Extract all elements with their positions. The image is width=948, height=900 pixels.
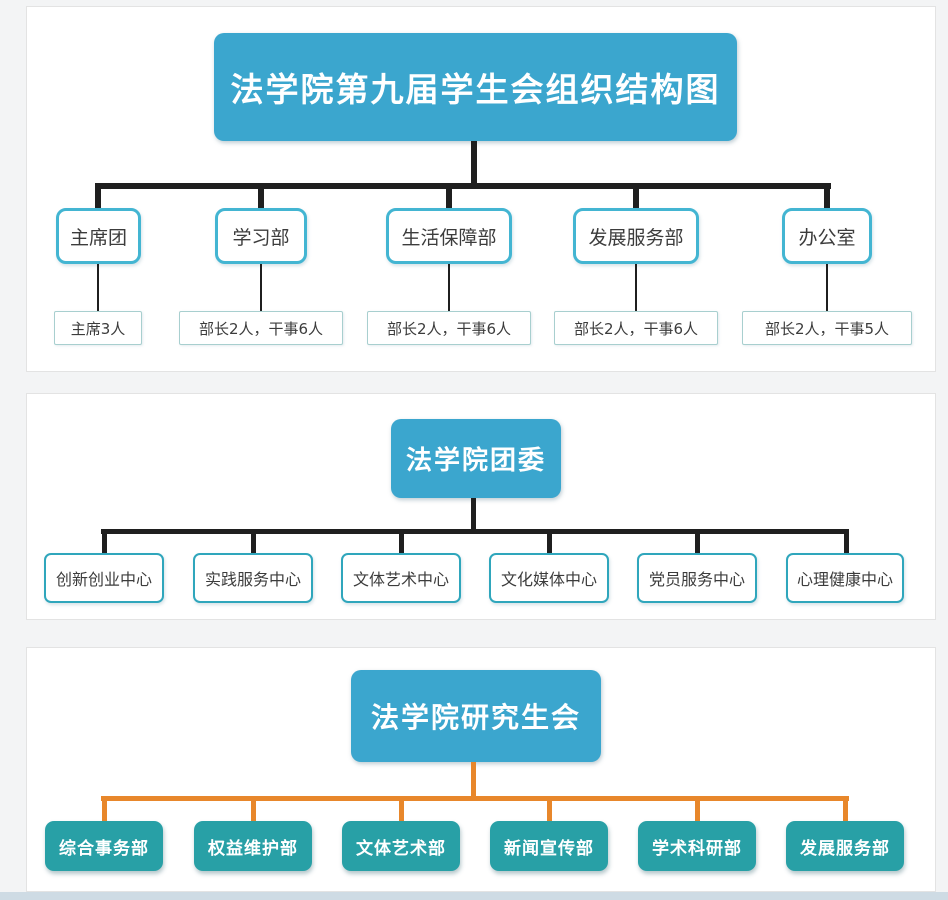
connector-drop — [547, 796, 552, 823]
staff-node: 部长2人，干事6人 — [367, 311, 531, 345]
center-node: 文体艺术中心 — [341, 553, 461, 603]
dept-node: 办公室 — [782, 208, 872, 264]
dept-node: 主席团 — [56, 208, 141, 264]
connector-stem — [635, 264, 637, 311]
grad-dept-node: 权益维护部 — [194, 821, 312, 871]
bottom-strip — [0, 892, 948, 900]
staff-node: 部长2人，干事6人 — [554, 311, 718, 345]
staff-label: 部长2人，干事6人 — [198, 319, 324, 338]
center-label: 文化媒体中心 — [500, 570, 597, 589]
connector-drop — [258, 183, 264, 209]
connector-trunk — [471, 141, 477, 185]
center-node: 党员服务中心 — [637, 553, 757, 603]
connector-drop — [102, 529, 107, 555]
connector-drop — [547, 529, 552, 555]
staff-label: 部长2人，干事5人 — [764, 319, 890, 338]
dept-label: 生活保障部 — [401, 226, 497, 249]
staff-node: 部长2人，干事6人 — [179, 311, 343, 345]
connector-bus — [95, 183, 831, 189]
staff-node: 部长2人，干事5人 — [742, 311, 912, 345]
grad-dept-node: 文体艺术部 — [342, 821, 460, 871]
grad-dept-label: 权益维护部 — [208, 838, 298, 859]
dept-node: 学习部 — [215, 208, 307, 264]
connector-stem — [448, 264, 450, 311]
connector-bus — [101, 796, 849, 801]
grad-dept-node: 综合事务部 — [45, 821, 163, 871]
grad-dept-label: 新闻宣传部 — [504, 838, 594, 859]
connector-drop — [695, 796, 700, 823]
grad-dept-node: 发展服务部 — [786, 821, 904, 871]
student-union-section: 法学院第九届学生会组织结构图 主席团 学习部 生活保障部 发展服务部 办公室 — [26, 6, 936, 372]
graduate-union-root-node: 法学院研究生会 — [351, 670, 601, 762]
graduate-union-title: 法学院研究生会 — [370, 701, 581, 734]
student-union-root-node: 法学院第九届学生会组织结构图 — [214, 33, 737, 141]
grad-dept-node: 学术科研部 — [638, 821, 756, 871]
connector-drop — [633, 183, 639, 209]
staff-label: 部长2人，干事6人 — [573, 319, 699, 338]
center-node: 文化媒体中心 — [489, 553, 609, 603]
staff-label: 主席3人 — [70, 319, 126, 338]
connector-drop — [844, 529, 849, 555]
grad-dept-label: 发展服务部 — [800, 838, 890, 859]
connector-stem — [97, 264, 99, 311]
grad-dept-node: 新闻宣传部 — [490, 821, 608, 871]
connector-bus — [101, 529, 849, 534]
dept-node: 发展服务部 — [573, 208, 699, 264]
staff-label: 部长2人，干事6人 — [386, 319, 512, 338]
center-label: 创新创业中心 — [55, 570, 152, 589]
connector-drop — [95, 183, 101, 209]
dept-label: 主席团 — [69, 226, 127, 249]
center-label: 实践服务中心 — [204, 570, 301, 589]
connector-drop — [843, 796, 848, 823]
connector-drop — [695, 529, 700, 555]
center-label: 党员服务中心 — [648, 570, 745, 589]
center-label: 文体艺术中心 — [352, 570, 449, 589]
connector-drop — [824, 183, 830, 209]
center-node: 心理健康中心 — [786, 553, 904, 603]
youth-league-title: 法学院团委 — [405, 446, 546, 476]
connector-stem — [826, 264, 828, 311]
connector-drop — [251, 529, 256, 555]
center-node: 创新创业中心 — [44, 553, 164, 603]
dept-label: 办公室 — [798, 226, 856, 249]
youth-league-section: 法学院团委 创新创业中心 实践服务中心 文体艺术中心 文化媒体中心 党员服务中心… — [26, 393, 936, 620]
dept-label: 发展服务部 — [588, 226, 684, 249]
connector-drop — [446, 183, 452, 209]
dept-node: 生活保障部 — [386, 208, 512, 264]
grad-dept-label: 学术科研部 — [652, 838, 742, 859]
connector-drop — [399, 529, 404, 555]
connector-drop — [102, 796, 107, 823]
connector-drop — [251, 796, 256, 823]
connector-trunk — [471, 762, 476, 798]
connector-stem — [260, 264, 262, 311]
center-label: 心理健康中心 — [796, 570, 893, 589]
grad-dept-label: 综合事务部 — [59, 838, 149, 859]
student-union-title: 法学院第九届学生会组织结构图 — [230, 70, 721, 109]
connector-trunk — [471, 498, 476, 531]
center-node: 实践服务中心 — [193, 553, 313, 603]
grad-dept-label: 文体艺术部 — [356, 838, 446, 859]
staff-node: 主席3人 — [54, 311, 142, 345]
dept-label: 学习部 — [232, 226, 290, 249]
youth-league-root-node: 法学院团委 — [391, 419, 561, 498]
graduate-union-section: 法学院研究生会 综合事务部 权益维护部 文体艺术部 新闻宣传部 学术科研部 发展… — [26, 647, 936, 892]
connector-drop — [399, 796, 404, 823]
